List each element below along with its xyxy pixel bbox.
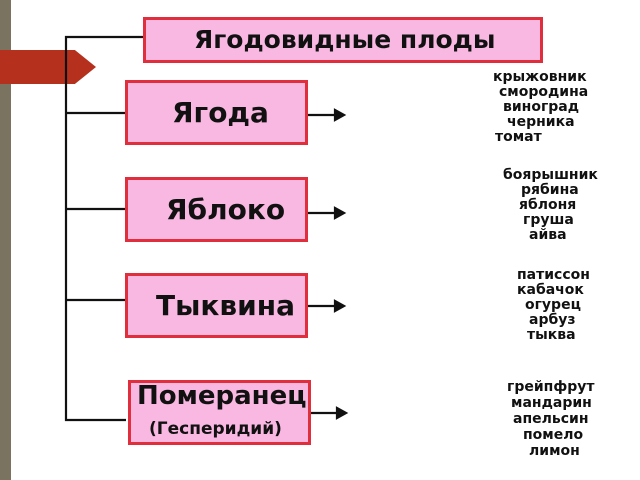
category-label-berry: Ягода <box>172 96 269 129</box>
example-item: смородина <box>499 84 589 100</box>
title-text: Ягодовидные плоды <box>194 25 496 54</box>
examples-berry: крыжовник смородина виноград черника том… <box>493 70 588 145</box>
category-label-pumpkin: Тыквина <box>156 289 296 322</box>
arrow-berry-head <box>333 108 347 122</box>
example-item: арбуз <box>529 312 576 328</box>
example-item: апельсин <box>513 411 589 427</box>
example-item: патиссон <box>517 267 590 283</box>
example-item: яблоня <box>519 197 577 213</box>
category-box-berry: Ягода <box>125 80 308 145</box>
example-item: лимон <box>529 443 580 459</box>
example-item: огурец <box>525 297 581 313</box>
trunk-line <box>64 35 143 422</box>
pointer-tab <box>0 50 96 84</box>
examples-apple: боярышник рябина яблоня груша айва <box>503 168 598 243</box>
examples-orange: грейпфрут мандарин апельсин помело лимон <box>507 379 594 459</box>
title-box: Ягодовидные плоды <box>143 17 543 63</box>
example-item: грейпфрут <box>507 379 595 395</box>
examples-pumpkin: патиссон кабачок огурец арбуз тыква <box>517 268 590 343</box>
example-item: черника <box>507 114 575 130</box>
example-item: крыжовник <box>493 69 587 85</box>
example-item: мандарин <box>511 395 592 411</box>
arrow-orange-head <box>335 406 349 420</box>
example-item: айва <box>529 227 567 243</box>
arrow-pumpkin-head <box>333 299 347 313</box>
example-item: виноград <box>503 99 580 115</box>
category-box-pumpkin: Тыквина <box>125 273 308 338</box>
example-item: тыква <box>527 327 576 343</box>
example-item: боярышник <box>503 167 598 183</box>
example-item: кабачок <box>517 282 584 298</box>
example-item: помело <box>523 427 584 443</box>
category-label-apple: Яблоко <box>166 193 286 226</box>
category-box-orange: Померанец (Гесперидий) <box>128 380 311 445</box>
arrow-apple-head <box>333 206 347 220</box>
sidebar-stripe <box>0 0 11 480</box>
category-box-apple: Яблоко <box>125 177 308 242</box>
category-sublabel-orange: (Гесперидий) <box>149 419 282 439</box>
category-label-orange: Померанец <box>137 381 307 411</box>
example-item: томат <box>495 129 542 145</box>
example-item: рябина <box>521 182 579 198</box>
example-item: груша <box>523 212 574 228</box>
